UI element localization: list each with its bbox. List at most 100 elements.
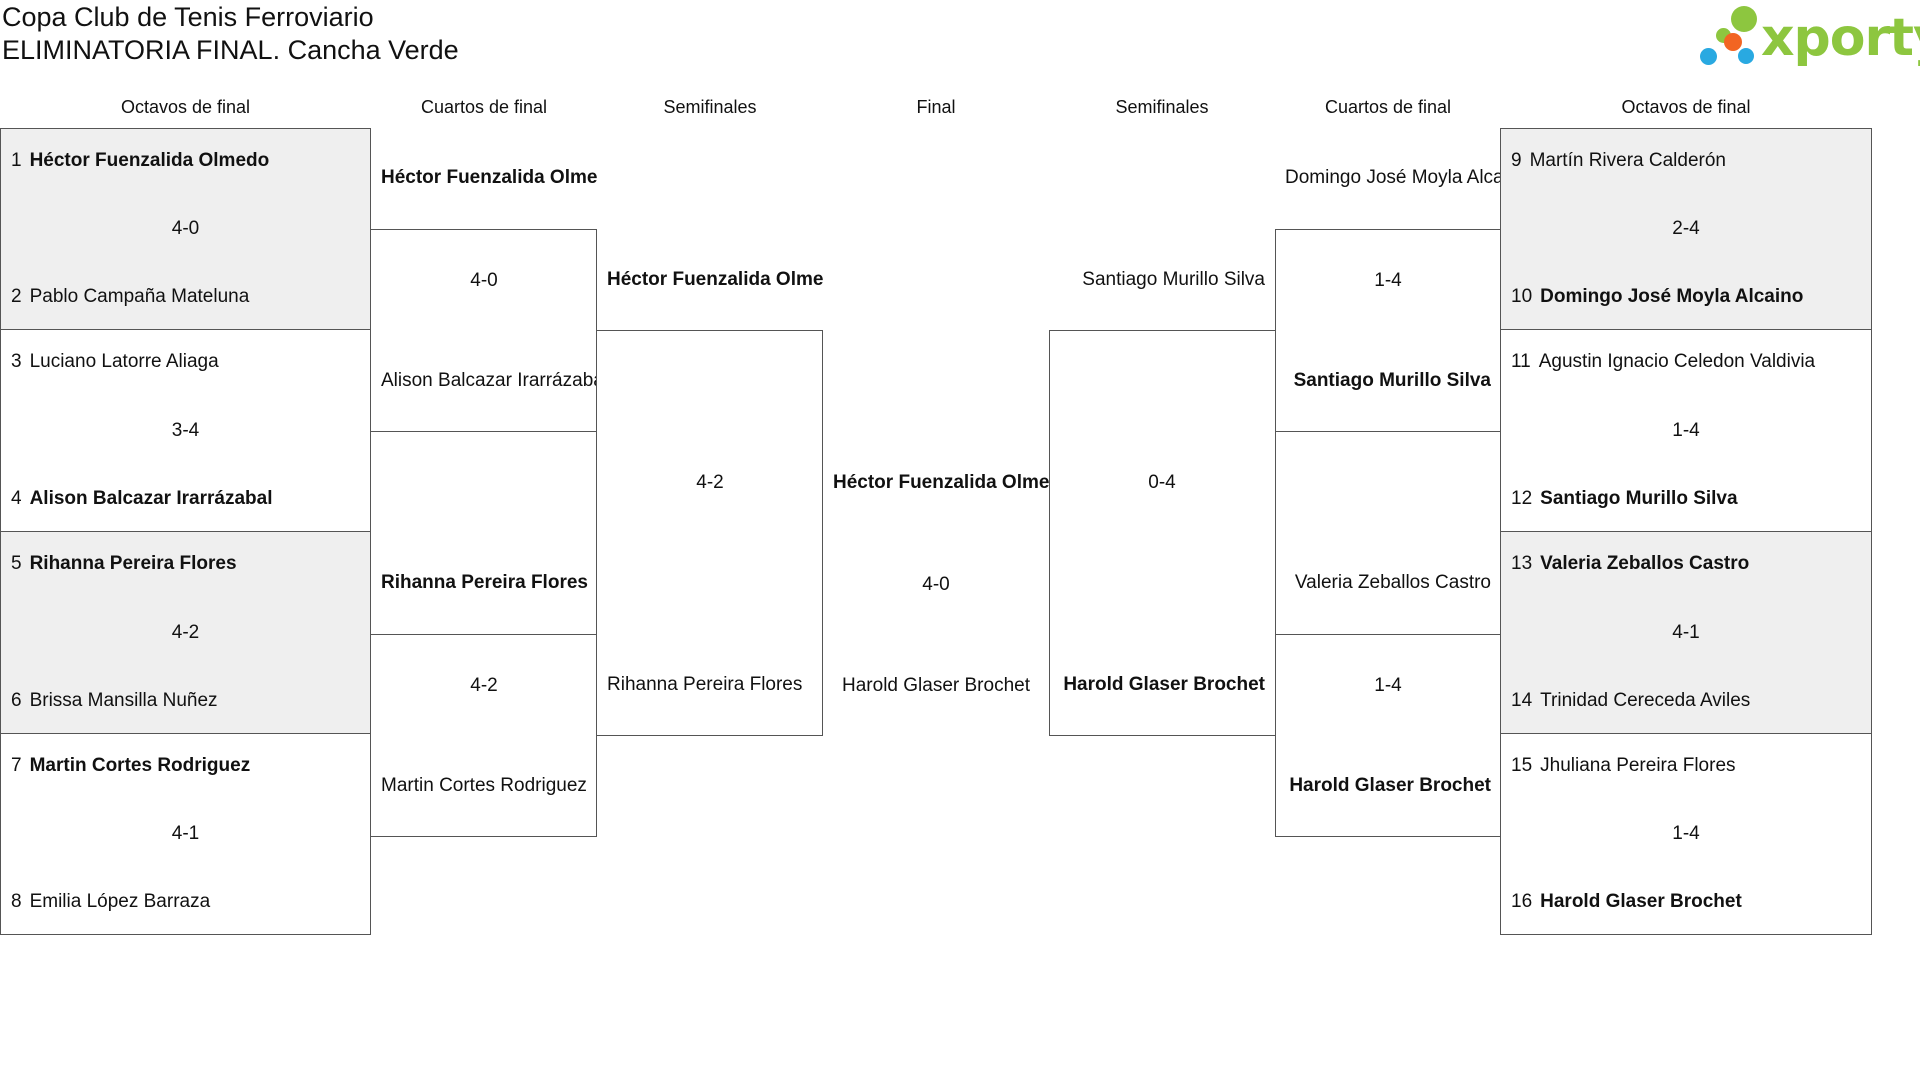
player-name: Martin Cortes Rodriguez (381, 775, 587, 796)
player-name: Luciano Latorre Aliaga (29, 351, 219, 372)
player-slot: 6 Brissa Mansilla Nuñez (11, 689, 364, 713)
match-score: 1-4 (1672, 419, 1700, 441)
match-right-octavos-2: 11 Agustin Ignacio Celedon Valdivia 1-4 1… (1500, 329, 1872, 532)
match-right-octavos-3: 13 Valeria Zeballos Castro 4-1 14 Trinidad… (1500, 531, 1872, 734)
player-name: Héctor Fuenzalida Olmedo (29, 150, 270, 171)
player-slot: 2 Pablo Campaña Mateluna (11, 285, 364, 309)
player-name: Agustin Ignacio Celedon Valdivia (1538, 351, 1816, 372)
column-header-right-octavos: Octavos de final (1621, 97, 1751, 117)
player-slot: 5 Rihanna Pereira Flores (11, 552, 364, 576)
bracket-connector-left-semis (596, 330, 823, 736)
player-name: Pablo Campaña Mateluna (29, 286, 250, 307)
match-score: 0-4 (1148, 472, 1176, 493)
bracket-connector-right-semis (1049, 330, 1276, 736)
logo-dots-icon (1698, 4, 1766, 70)
player-name: Rihanna Pereira Flores (381, 572, 588, 593)
seed-number: 12 (1511, 488, 1533, 509)
player-slot: 4 Alison Balcazar Irarrázabal (11, 487, 364, 511)
bracket-connector-right-cuartos-2 (1275, 634, 1501, 837)
seed-number: 13 (1511, 553, 1533, 574)
player-slot: 13 Valeria Zeballos Castro (1511, 552, 1865, 576)
player-slot: 10 Domingo José Moyla Alcaino (1511, 285, 1865, 309)
player-slot: 9 Martín Rivera Calderón (1511, 149, 1865, 173)
player-slot: 11 Agustin Ignacio Celedon Valdivia (1511, 350, 1865, 374)
player-name: Harold Glaser Brochet (1289, 775, 1491, 796)
match-right-octavos-1: 9 Martín Rivera Calderón 2-4 10 Domingo Jo… (1500, 128, 1872, 330)
column-header-left-cuartos: Cuartos de final (420, 97, 548, 117)
player-name: Héctor Fuenzalida Olmedo (607, 269, 823, 290)
player-name: Santiago Murillo Silva (1293, 370, 1491, 391)
match-score: 4-1 (171, 823, 200, 844)
seed-number: 7 (11, 755, 22, 776)
player-name: Jhuliana Pereira Flores (1540, 755, 1736, 776)
match-left-octavos-4: 7 Martin Cortes Rodriguez 4-1 8 Emilia Lóp… (0, 733, 371, 935)
bracket-connector-left-cuartos-2 (370, 634, 597, 837)
player-name: Martín Rivera Calderón (1529, 150, 1726, 171)
match-score: 1-4 (1374, 675, 1402, 696)
player-name: Brissa Mansilla Nuñez (29, 690, 218, 711)
player-name: Alison Balcazar Irarrázabal (29, 488, 273, 509)
xporty-logo: xporty (1698, 4, 1920, 70)
player-name: Domingo José Moyla Alcaino (1540, 286, 1804, 307)
seed-number: 14 (1511, 690, 1533, 711)
seed-number: 2 (11, 286, 22, 307)
seed-number: 5 (11, 553, 22, 574)
seed-number: 11 (1511, 351, 1531, 372)
seed-number: 9 (1511, 150, 1522, 171)
match-left-octavos-3: 5 Rihanna Pereira Flores 4-2 6 Brissa Mans… (0, 531, 371, 734)
player-slot: 3 Luciano Latorre Aliaga (11, 350, 364, 374)
column-header-right-cuartos: Cuartos de final (1324, 97, 1452, 117)
bracket-connector-right-cuartos-1 (1275, 229, 1501, 432)
match-score: 4-1 (1672, 621, 1700, 643)
seed-number: 16 (1511, 891, 1533, 912)
seed-number: 3 (11, 351, 22, 372)
player-name: Santiago Murillo Silva (1082, 269, 1265, 290)
player-name: Rihanna Pereira Flores (29, 553, 237, 574)
column-header-left-semis: Semifinales (663, 97, 757, 117)
player-slot: 14 Trinidad Cereceda Aviles (1511, 689, 1865, 713)
player-name: Valeria Zeballos Castro (1540, 553, 1750, 574)
seed-number: 6 (11, 690, 22, 711)
match-right-octavos-4: 15 Jhuliana Pereira Flores 1-4 16 Harold G… (1500, 733, 1872, 935)
player-name: Rihanna Pereira Flores (607, 674, 803, 695)
match-left-octavos-1: 1 Héctor Fuenzalida Olmedo 4-0 2 Pablo Cam… (0, 128, 371, 330)
match-score: 1-4 (1672, 823, 1700, 844)
player-name: Valeria Zeballos Castro (1294, 572, 1491, 593)
logo-wordmark: xporty (1761, 8, 1920, 68)
match-score: 4-0 (470, 270, 498, 291)
column-header-final: Final (916, 97, 956, 117)
player-name: Harold Glaser Brochet (1540, 891, 1742, 912)
player-name: Trinidad Cereceda Aviles (1540, 690, 1751, 711)
player-name: Héctor Fuenzalida Olmedo (381, 167, 597, 188)
player-slot: 1 Héctor Fuenzalida Olmedo (11, 149, 364, 173)
player-name: Harold Glaser Brochet (1063, 674, 1265, 695)
match-score: 4-0 (171, 218, 200, 239)
match-score: 1-4 (1374, 270, 1402, 291)
seed-number: 10 (1511, 286, 1533, 307)
player-name: Domingo José Moyla Alcaino (1285, 167, 1501, 188)
player-name: Emilia López Barraza (29, 891, 211, 912)
final-player-bottom: Harold Glaser Brochet (842, 675, 1030, 696)
match-score: 4-2 (470, 675, 498, 696)
player-slot: 7 Martin Cortes Rodriguez (11, 754, 364, 778)
seed-number: 15 (1511, 755, 1533, 776)
match-score: 3-4 (171, 419, 200, 441)
match-score: 4-2 (171, 621, 200, 643)
player-name: Alison Balcazar Irarrázabal (381, 370, 597, 391)
tournament-subtitle: ELIMINATORIA FINAL. Cancha Verde (2, 35, 459, 65)
final-player-top: Héctor Fuenzalida Olmedo (833, 472, 1049, 493)
tournament-title: Copa Club de Tenis Ferroviario (2, 2, 374, 32)
column-header-left-octavos: Octavos de final (120, 97, 251, 117)
seed-number: 1 (11, 150, 22, 171)
player-name: Santiago Murillo Silva (1540, 488, 1738, 509)
final-score: 4-0 (922, 574, 950, 595)
bracket-connector-left-cuartos-1 (370, 229, 597, 432)
match-score: 2-4 (1672, 218, 1700, 239)
match-left-octavos-2: 3 Luciano Latorre Aliaga 3-4 4 Alison Balc… (0, 329, 371, 532)
seed-number: 8 (11, 891, 22, 912)
player-name: Martin Cortes Rodriguez (29, 755, 251, 776)
player-slot: 15 Jhuliana Pereira Flores (1511, 754, 1865, 778)
player-slot: 12 Santiago Murillo Silva (1511, 487, 1865, 511)
seed-number: 4 (11, 488, 22, 509)
match-score: 4-2 (696, 472, 724, 493)
